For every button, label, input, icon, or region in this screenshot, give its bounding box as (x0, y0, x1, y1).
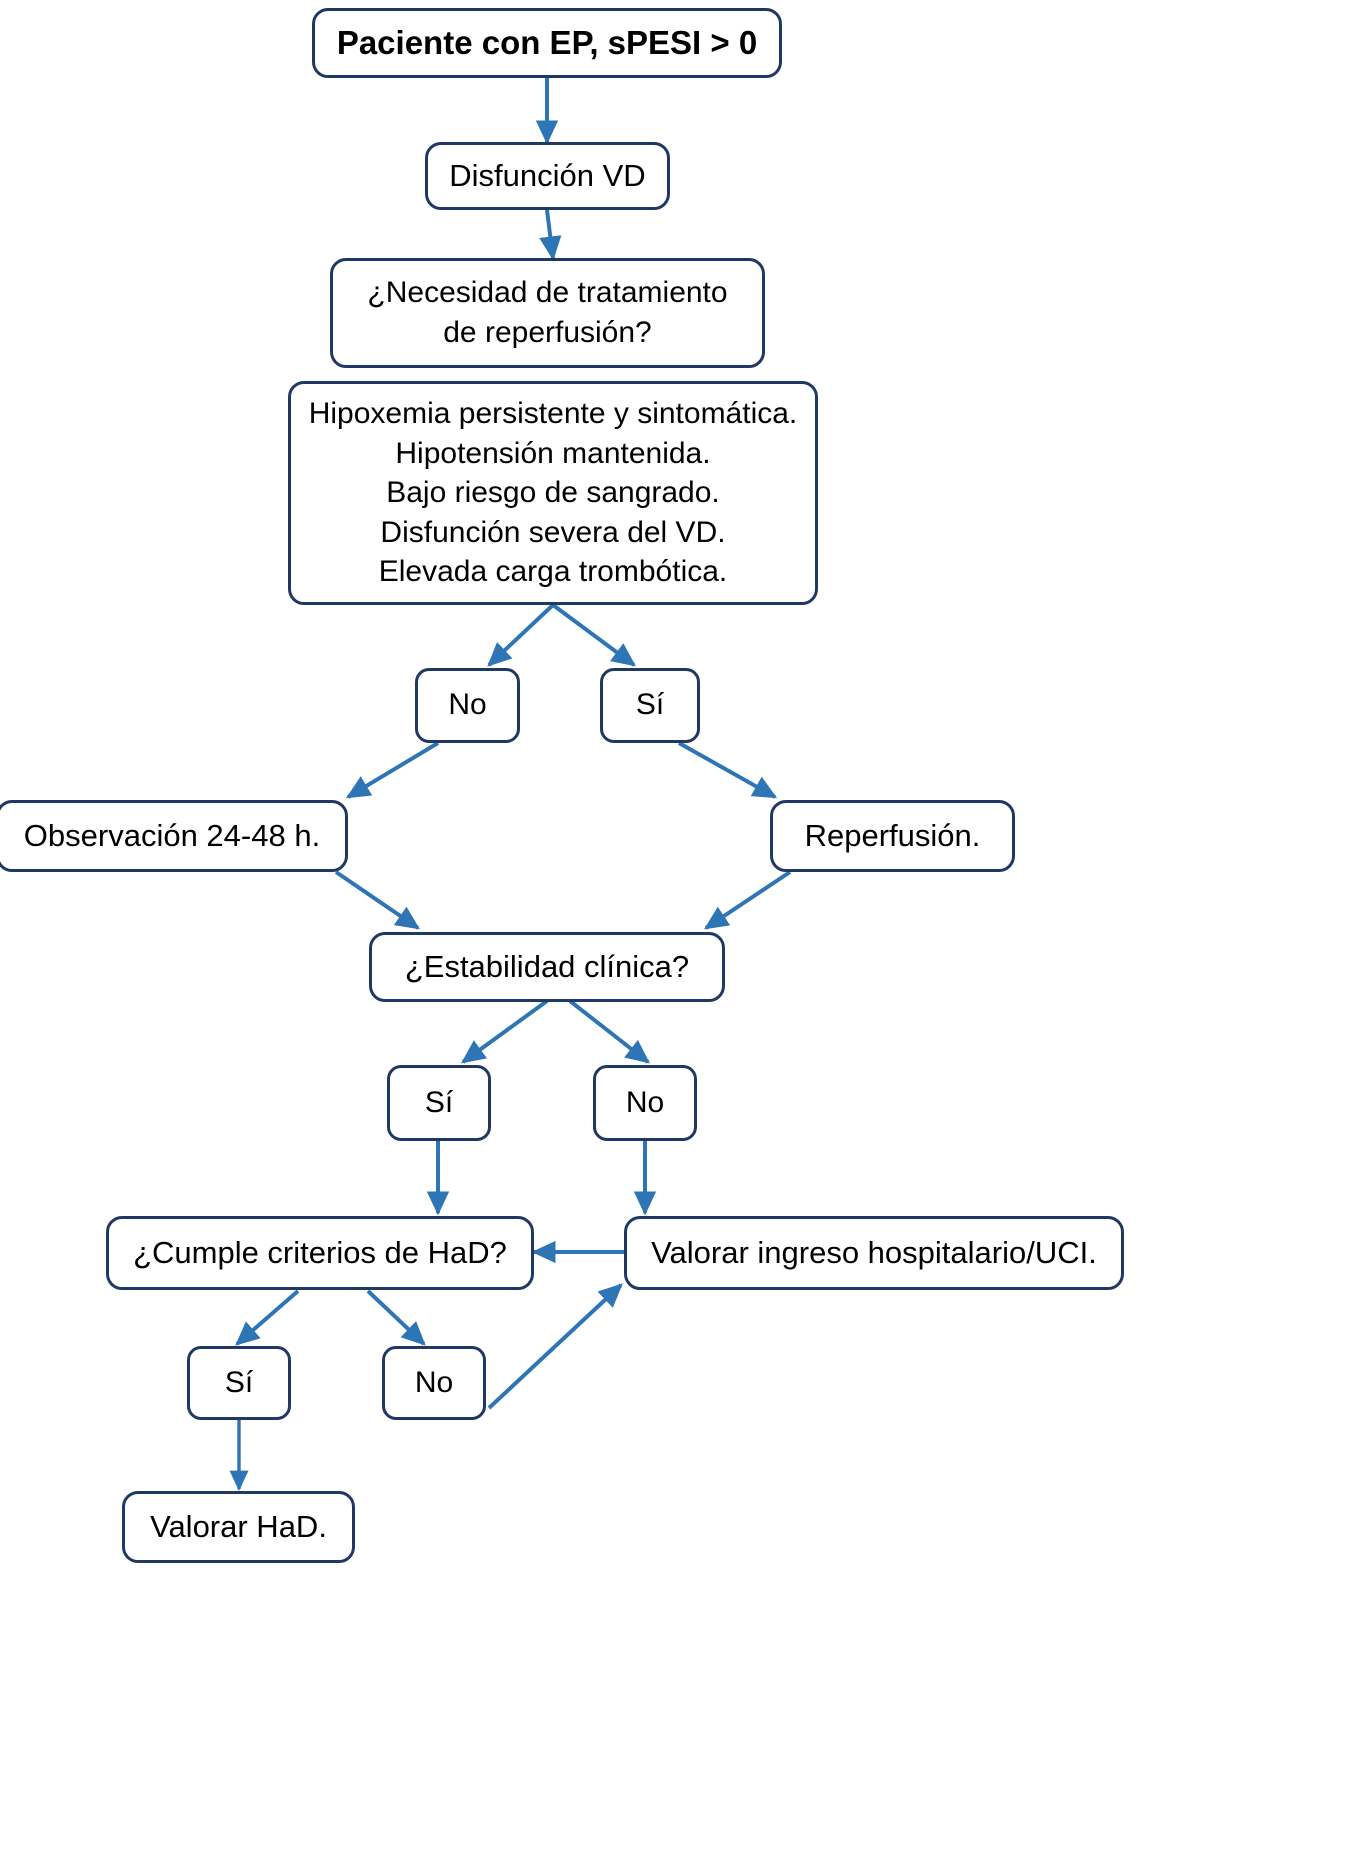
node-valorar-had[interactable]: Valorar HaD. (122, 1491, 355, 1563)
node-necesidad-reperfusion[interactable]: ¿Necesidad de tratamiento de reperfusión… (330, 258, 765, 368)
edge-reperfusion-to-estabilidad (704, 870, 792, 930)
edge-no3-to-ingreso (487, 1283, 623, 1410)
edge-had-to-no3 (366, 1289, 426, 1346)
edge-had-to-si3 (235, 1289, 300, 1346)
node-no-had[interactable]: No (382, 1346, 486, 1420)
node-valorar-ingreso[interactable]: Valorar ingreso hospitalario/UCI. (624, 1216, 1124, 1290)
node-observacion[interactable]: Observación 24-48 h. (0, 800, 348, 872)
node-reperfusion[interactable]: Reperfusión. (770, 800, 1015, 872)
edge-observacion-to-estabilidad (334, 870, 420, 930)
node-start[interactable]: Paciente con EP, sPESI > 0 (312, 8, 782, 78)
edge-no1-to-observacion (345, 741, 440, 799)
node-si-estabilidad[interactable]: Sí (387, 1065, 491, 1141)
node-si-had[interactable]: Sí (187, 1346, 291, 1420)
node-no-reperfusion[interactable]: No (415, 668, 520, 743)
node-disfuncion-vd[interactable]: Disfunción VD (425, 142, 670, 210)
node-estabilidad-clinica[interactable]: ¿Estabilidad clínica? (369, 932, 725, 1002)
edge-criteria-to-no1 (487, 603, 555, 667)
edge-estabilidad-to-si2 (461, 999, 549, 1064)
edge-estabilidad-to-no2 (568, 999, 650, 1064)
node-criterios-reperfusion[interactable]: Hipoxemia persistente y sintomática. Hip… (288, 381, 818, 605)
edge-criteria-to-si1 (551, 603, 636, 667)
node-no-estabilidad[interactable]: No (593, 1065, 697, 1141)
node-criterios-had[interactable]: ¿Cumple criterios de HaD? (106, 1216, 534, 1290)
node-si-reperfusion[interactable]: Sí (600, 668, 700, 743)
edge-si1-to-reperfusion (678, 741, 778, 799)
edge-rv-to-need (539, 209, 562, 261)
